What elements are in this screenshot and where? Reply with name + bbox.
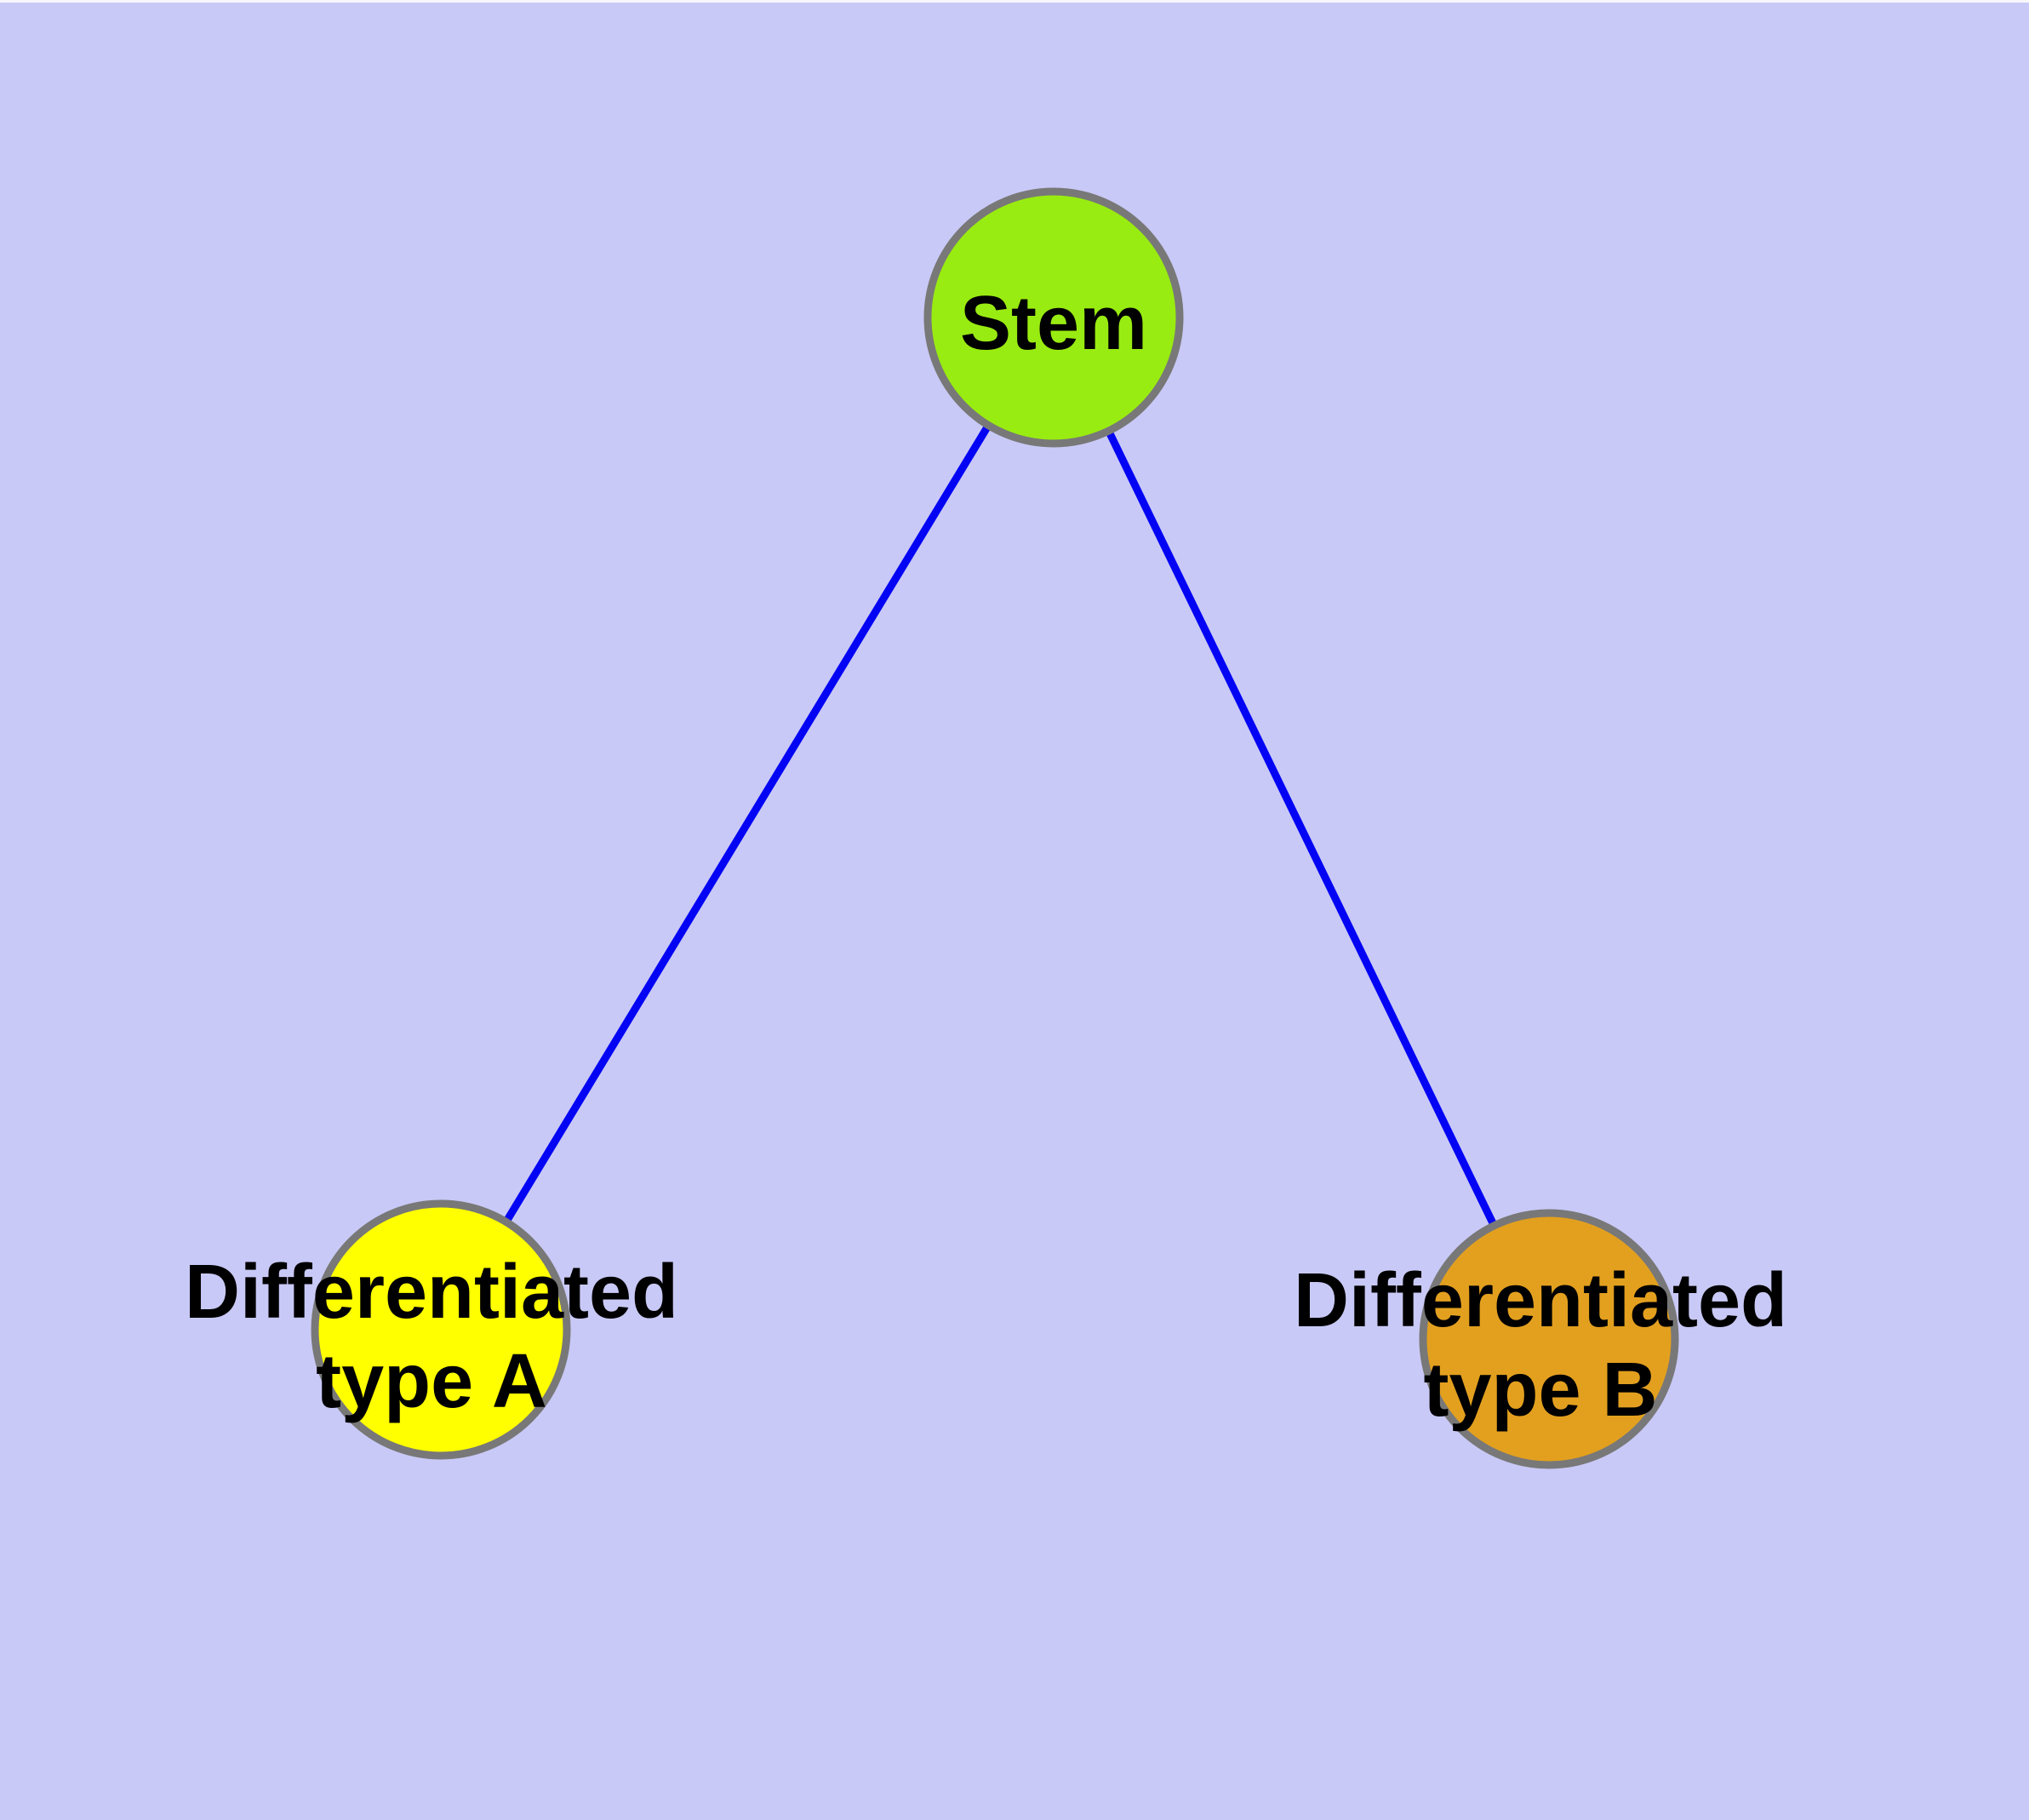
node-type-b-label-line2: type B	[1423, 1348, 1657, 1433]
edge-stem-to-type-a	[437, 315, 1057, 1332]
edge-stem-to-type-b	[1049, 316, 1553, 1341]
node-type-b-label-line1: Differentiated	[1294, 1258, 1787, 1343]
node-type-a-label-line1: Differentiated	[185, 1250, 678, 1335]
node-stem-circle	[923, 187, 1184, 448]
node-type-b-circle	[1419, 1209, 1679, 1469]
node-type-a-label-line2: type A	[316, 1339, 547, 1424]
node-type-a-circle	[311, 1199, 571, 1460]
window-top-edge	[0, 0, 2029, 3]
node-stem-label: Stem	[960, 281, 1147, 366]
